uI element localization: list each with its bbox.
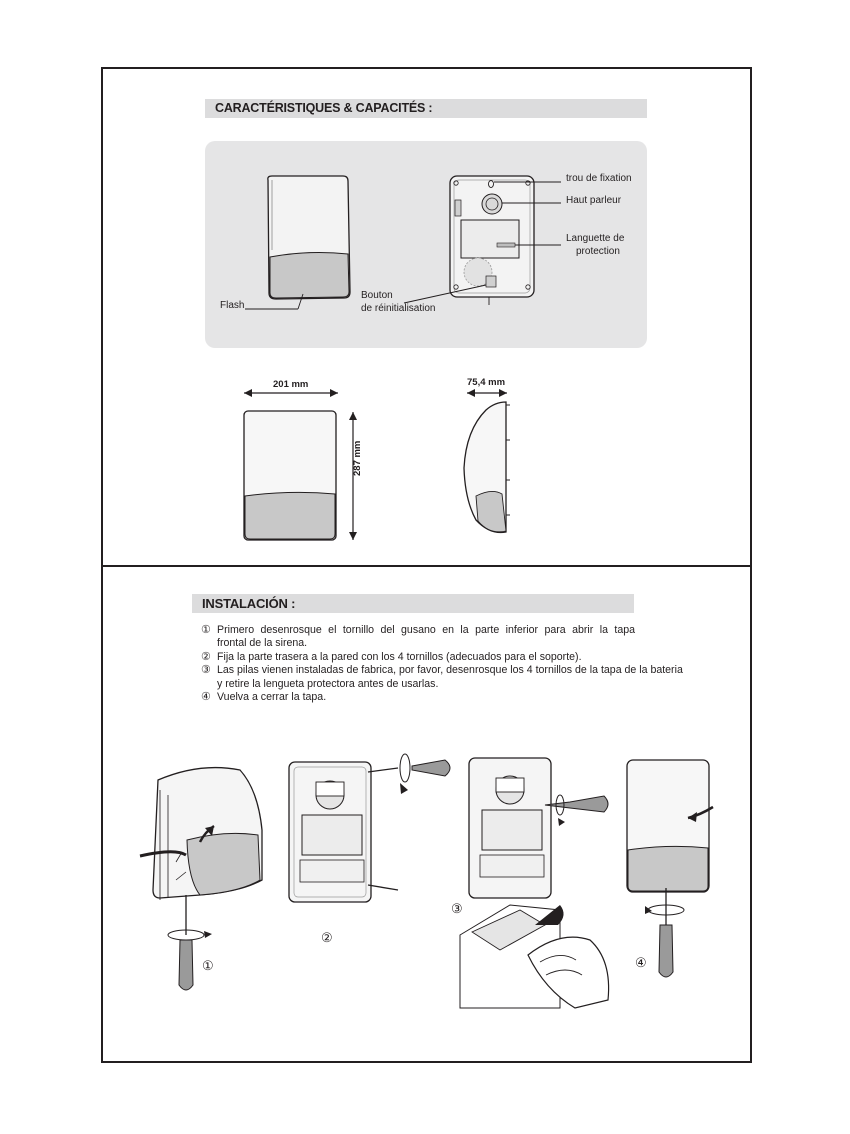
features-heading: CARACTÉRISTIQUES & CAPACITÉS : (205, 99, 647, 118)
step-3-text: Las pilas vienen instaladas de fabrica, … (217, 664, 683, 677)
width-dimension: 201 mm (273, 379, 309, 390)
step-2-text: Fija la parte trasera a la pared con los… (217, 650, 582, 663)
height-dimension: 287 mm (352, 440, 363, 476)
flash-label: Flash (220, 300, 245, 311)
step-1-text-cont: frontal de la sirena. (217, 637, 308, 650)
speaker-label: Haut parleur (566, 195, 622, 206)
callout-step-3: ③ (451, 901, 463, 916)
depth-dimension: 75,4 mm (467, 377, 506, 388)
step-4-text: Vuelva a cerrar la tapa. (217, 691, 327, 704)
step-4: ④ Vuelva a cerrar la tapa. (201, 691, 711, 704)
callout-step-1: ① (202, 958, 214, 973)
step-3-text-cont: y retire la lengueta protectora antes de… (217, 677, 439, 690)
tab-label-line1: Languette de (566, 233, 625, 244)
installation-heading: INSTALACIÓN : (192, 594, 634, 613)
reset-label-line1: Bouton (361, 290, 393, 301)
mount-hole-label: trou de fixation (566, 173, 632, 184)
step-3: ③ Las pilas vienen instaladas de fabrica… (201, 664, 711, 691)
callout-step-4: ④ (635, 955, 647, 970)
tab-label-line2: protection (576, 246, 620, 257)
step-2: ② Fija la parte trasera a la pared con l… (201, 651, 711, 664)
protection-tab-label: Languette de protection (566, 232, 624, 258)
installation-frame (101, 565, 752, 1063)
step-3-number: ③ (201, 664, 211, 677)
step-1-text: Primero desenrosque el tornillo del gusa… (217, 624, 635, 636)
callout-step-2: ② (321, 930, 333, 945)
step-1-number: ① (201, 624, 211, 636)
reset-label-line2: de réinitialisation (361, 303, 436, 314)
step-1: ① Primero desenrosque el tornillo del gu… (201, 624, 711, 651)
installation-steps: ① Primero desenrosque el tornillo del gu… (201, 624, 711, 704)
reset-button-label: Bouton de réinitialisation (361, 289, 436, 315)
step-2-number: ② (201, 650, 211, 663)
step-4-number: ④ (201, 691, 211, 704)
